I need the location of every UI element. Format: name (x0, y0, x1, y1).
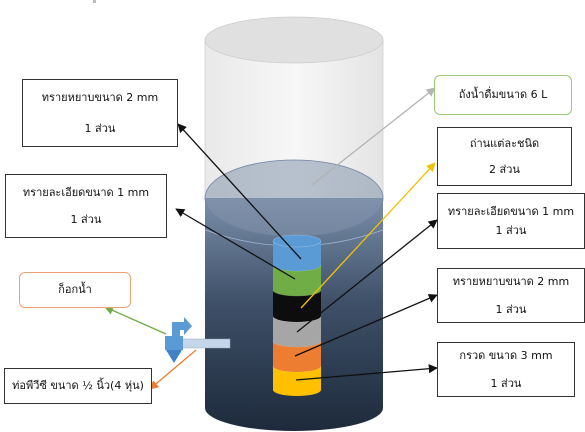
label-charcoal: ถ่านแต่ละชนิด 2 ส่วน (437, 127, 572, 186)
arrow-tank (311, 87, 436, 186)
label-sand-coarse-right: ทรายหยาบขนาด 2 mm 1 ส่วน (437, 268, 585, 323)
arrow-sand-fine-right (296, 219, 438, 333)
label-gravel-line1: กรวด ขนาด 3 mm (459, 348, 553, 362)
label-faucet: ก็อกน้ำ (19, 272, 131, 308)
label-sand-fine-left-line2: 1 ส่วน (70, 212, 102, 226)
label-tank-line1: ถังน้ำดื่มขนาด 6 L (458, 88, 548, 102)
label-sand-coarse-left-line2: 1 ส่วน (84, 121, 116, 135)
arrow-faucet (104, 306, 167, 335)
label-sand-fine-right-line2: 1 ส่วน (495, 223, 527, 237)
label-sand-coarse-left: ทรายหยาบขนาด 2 mm 1 ส่วน (22, 79, 178, 147)
label-gravel: กรวด ขนาด 3 mm 1 ส่วน (437, 342, 575, 397)
arrow-sand-coarse-left (177, 123, 302, 260)
layer-top (272, 234, 322, 271)
faucet-handle-icon (172, 317, 192, 336)
label-sand-coarse-right-line2: 1 ส่วน (495, 302, 527, 316)
label-tank: ถังน้ำดื่มขนาด 6 L (434, 75, 572, 115)
arrow-sand-coarse-right (294, 294, 438, 357)
label-sand-fine-right: ทรายละเอียดขนาด 1 mm 1 ส่วน (437, 193, 585, 249)
stray-mark (93, 0, 96, 3)
label-sand-fine-left-line1: ทรายละเอียดขนาด 1 mm (22, 185, 150, 199)
arrow-charcoal (300, 162, 436, 309)
faucet-assembly (165, 317, 231, 363)
label-sand-coarse-left-line1: ทรายหยาบขนาด 2 mm (41, 90, 159, 104)
arrow-gravel (295, 364, 438, 381)
label-sand-fine-right-line1: ทรายละเอียดขนาด 1 mm (447, 204, 575, 218)
label-pvc-pipe-line1: ท่อพีวีซี ขนาด ½ นิ้ว(4 หุ่น) (12, 379, 144, 393)
label-gravel-line2: 1 ส่วน (490, 376, 522, 390)
label-faucet-line1: ก็อกน้ำ (58, 283, 92, 297)
filter-layers (272, 234, 322, 396)
pvc-pipe (179, 338, 231, 349)
arrow-sand-fine-left (175, 208, 296, 280)
label-charcoal-line1: ถ่านแต่ละชนิด (469, 136, 540, 150)
label-charcoal-line2: 2 ส่วน (489, 162, 520, 176)
label-sand-fine-left: ทรายละเอียดขนาด 1 mm 1 ส่วน (5, 174, 167, 238)
faucet-body (165, 336, 183, 350)
label-sand-coarse-right-line1: ทรายหยาบขนาด 2 mm (452, 274, 570, 288)
arrows (104, 87, 438, 390)
arrow-pvc-pipe (149, 349, 197, 390)
faucet-spout (166, 350, 182, 363)
label-pvc-pipe: ท่อพีวีซี ขนาด ½ นิ้ว(4 หุ่น) (4, 368, 152, 404)
